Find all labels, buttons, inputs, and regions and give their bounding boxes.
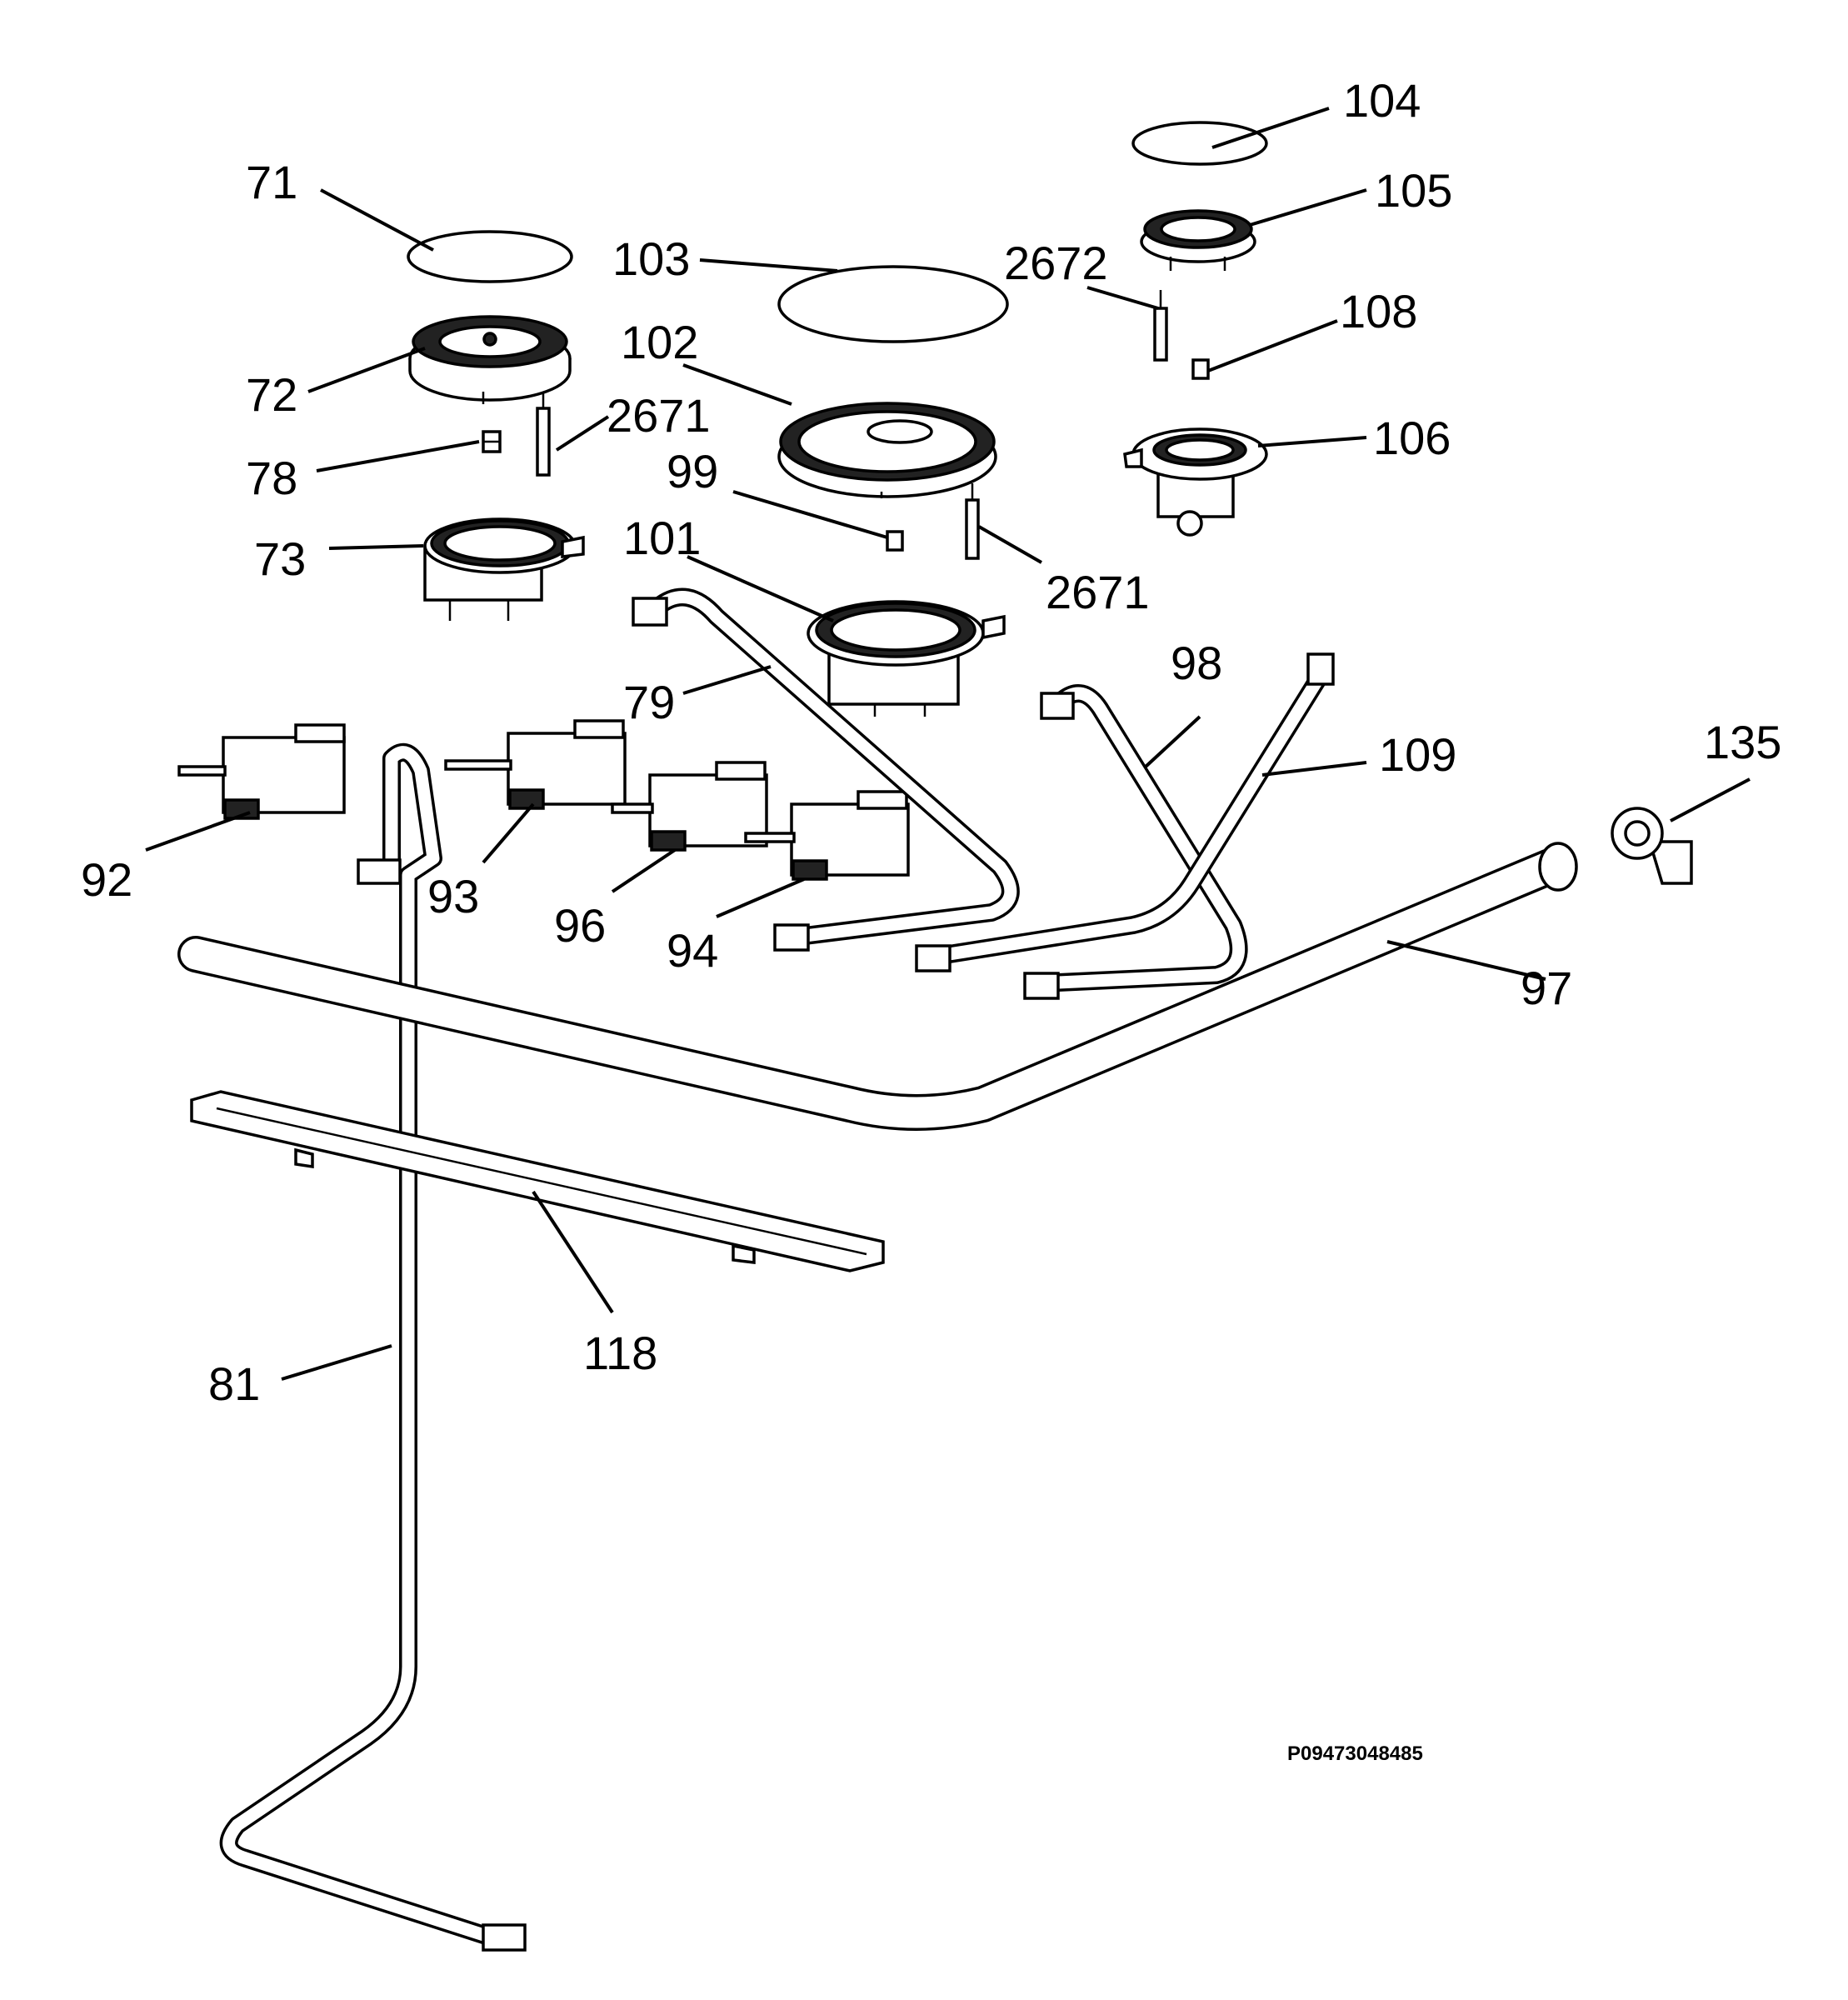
label-105: 105 — [1375, 164, 1452, 217]
label-104: 104 — [1343, 74, 1421, 127]
gas-pipe-98 — [1023, 684, 1248, 1000]
gas-pipe-79 — [632, 588, 1020, 952]
electrode-2671-left — [536, 392, 551, 477]
burner-crown-102 — [777, 402, 997, 498]
burner-crown-105 — [1140, 209, 1256, 271]
electrode-2672 — [1153, 290, 1168, 362]
drawing-code: P09473048485 — [1287, 1742, 1423, 1765]
label-102: 102 — [621, 316, 698, 368]
injector-99 — [886, 530, 904, 552]
valve-mounting-rail-118 — [190, 1090, 885, 1272]
label-106: 106 — [1373, 412, 1451, 464]
gas-manifold-tube-97 — [177, 842, 1578, 1131]
gas-valve-92 — [177, 723, 346, 820]
label-72: 72 — [246, 368, 297, 421]
injector-108 — [1191, 358, 1210, 380]
gas-valve-94 — [744, 790, 910, 881]
burner-body-101 — [807, 600, 1006, 717]
label-99: 99 — [667, 445, 718, 498]
leader-lines — [145, 107, 1751, 1381]
label-135: 135 — [1704, 716, 1781, 768]
label-98: 98 — [1171, 637, 1222, 689]
burner-cap-71 — [407, 230, 573, 283]
label-103: 103 — [612, 232, 690, 285]
label-73: 73 — [254, 532, 306, 585]
injector-78 — [482, 430, 502, 453]
label-93: 93 — [427, 870, 479, 922]
label-101: 101 — [623, 512, 701, 564]
elbow-connector-135 — [1611, 807, 1693, 885]
gas-pipe-81 — [219, 742, 527, 1952]
label-108: 108 — [1340, 285, 1417, 338]
burner-crown-72 — [408, 315, 572, 404]
gas-valve-93 — [444, 719, 627, 810]
gas-valve-96 — [611, 761, 768, 852]
label-71: 71 — [246, 156, 297, 208]
label-81: 81 — [208, 1358, 260, 1410]
electrode-2671-right — [965, 483, 980, 560]
label-94: 94 — [667, 924, 718, 977]
burner-body-73 — [423, 518, 585, 621]
burner-body-106 — [1123, 428, 1268, 537]
gas-pipe-109 — [915, 652, 1335, 972]
label-109: 109 — [1379, 728, 1456, 781]
burner-cap-103 — [777, 265, 1009, 343]
label-92: 92 — [81, 853, 132, 906]
label-79: 79 — [623, 676, 675, 728]
label-118: 118 — [583, 1327, 657, 1379]
label-78: 78 — [246, 452, 297, 504]
label-2671-left: 2671 — [607, 389, 711, 442]
label-2671-right: 2671 — [1046, 566, 1150, 618]
label-97: 97 — [1521, 962, 1572, 1014]
label-2672: 2672 — [1004, 237, 1108, 289]
label-96: 96 — [554, 899, 606, 952]
burner-cap-104 — [1131, 121, 1268, 166]
